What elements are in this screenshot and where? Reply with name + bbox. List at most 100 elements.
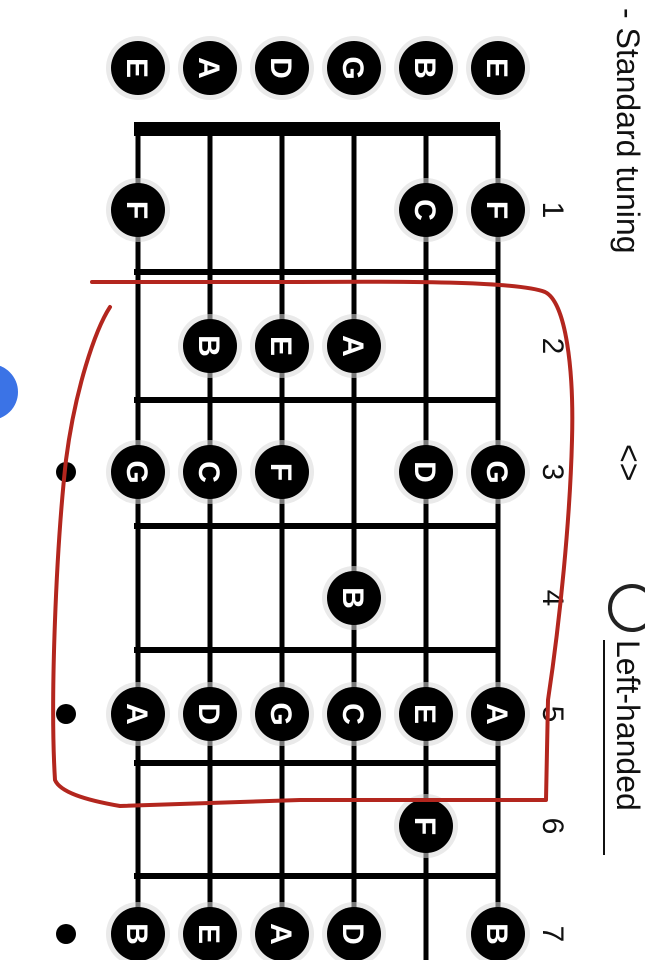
note-circle	[183, 907, 237, 960]
note-fret3-string5[interactable]: D	[394, 440, 458, 504]
note-label: D	[264, 57, 297, 79]
note-fret5-string2[interactable]: D	[178, 682, 242, 746]
fret-number: 6	[536, 818, 569, 835]
note-circle	[399, 687, 453, 741]
note-fret5-string6[interactable]: A	[466, 682, 530, 746]
open-note-string-5[interactable]: B	[394, 36, 458, 100]
note-label: C	[336, 703, 369, 725]
note-circle	[327, 907, 381, 960]
left-handed-label[interactable]: Left-handed	[610, 640, 645, 811]
note-circle	[111, 445, 165, 499]
open-note-string-2[interactable]: A	[178, 36, 242, 100]
note-circle	[183, 445, 237, 499]
note-label: B	[120, 923, 153, 945]
fret-number: 7	[536, 926, 569, 943]
note-label: E	[264, 336, 297, 356]
tuning-selector-chevron[interactable]: <>	[611, 444, 645, 481]
note-label: B	[480, 923, 513, 945]
note-label: A	[192, 57, 225, 79]
open-note-string-1[interactable]: E	[106, 36, 170, 100]
note-fret2-string4[interactable]: A	[322, 314, 386, 378]
note-circle	[471, 183, 525, 237]
note-circle	[255, 319, 309, 373]
note-fret7-string4[interactable]: D	[322, 902, 386, 960]
note-label: E	[480, 58, 513, 78]
open-note-string-4[interactable]: G	[322, 36, 386, 100]
left-handed-label-group[interactable]: Left-handed	[603, 640, 645, 855]
note-circle	[183, 319, 237, 373]
blue-action-button[interactable]	[0, 364, 18, 420]
note-fret7-string3[interactable]: A	[250, 902, 314, 960]
note-label: F	[408, 817, 441, 835]
note-label: C	[408, 199, 441, 221]
note-fret2-string3[interactable]: E	[250, 314, 314, 378]
note-label: G	[264, 702, 297, 725]
note-label: D	[408, 461, 441, 483]
open-note-string-3[interactable]: D	[250, 36, 314, 100]
note-circle	[183, 41, 237, 95]
note-label: E	[120, 58, 153, 78]
note-circle	[255, 687, 309, 741]
note-circle	[255, 445, 309, 499]
note-fret3-string2[interactable]: C	[178, 440, 242, 504]
note-label: D	[336, 923, 369, 945]
note-circle	[255, 907, 309, 960]
note-circle	[255, 41, 309, 95]
note-label: A	[264, 923, 297, 945]
note-label: B	[336, 587, 369, 609]
note-fret5-string5[interactable]: E	[394, 682, 458, 746]
fret-number: 3	[536, 464, 569, 481]
note-circle	[399, 445, 453, 499]
note-circle	[111, 907, 165, 960]
note-fret3-string6[interactable]: G	[466, 440, 530, 504]
note-fret3-string1[interactable]: G	[106, 440, 170, 504]
note-label: A	[480, 703, 513, 725]
note-fret4-string4[interactable]: B	[322, 566, 386, 630]
note-fret6-string5[interactable]: F	[394, 794, 458, 858]
note-circle	[111, 41, 165, 95]
note-label: D	[192, 703, 225, 725]
note-circle	[471, 41, 525, 95]
note-label: G	[336, 56, 369, 79]
strings	[135, 130, 501, 960]
note-label: A	[336, 335, 369, 357]
note-fret5-string1[interactable]: A	[106, 682, 170, 746]
note-fret7-string2[interactable]: E	[178, 902, 242, 960]
left-handed-toggle[interactable]	[608, 584, 645, 632]
note-fret5-string3[interactable]: G	[250, 682, 314, 746]
note-fret3-string3[interactable]: F	[250, 440, 314, 504]
note-fret5-string4[interactable]: C	[322, 682, 386, 746]
note-label: F	[480, 201, 513, 219]
note-fret1-string5[interactable]: C	[394, 178, 458, 242]
note-fret7-string1[interactable]: B	[106, 902, 170, 960]
note-label: F	[120, 201, 153, 219]
note-circle	[471, 687, 525, 741]
note-circle	[471, 907, 525, 960]
note-fret7-string6[interactable]: B	[466, 902, 530, 960]
note-fret2-string2[interactable]: B	[178, 314, 242, 378]
note-label: E	[192, 924, 225, 944]
note-fret1-string1[interactable]: F	[106, 178, 170, 242]
note-label: G	[480, 460, 513, 483]
note-circle	[183, 687, 237, 741]
note-label: E	[408, 704, 441, 724]
open-note-string-6[interactable]: E	[466, 36, 530, 100]
note-circle	[399, 799, 453, 853]
hand-drawn-annotation	[51, 279, 575, 808]
note-circle	[327, 41, 381, 95]
fret-number: 5	[536, 706, 569, 723]
nut	[134, 122, 500, 136]
note-label: A	[120, 703, 153, 725]
tuning-label: - Standard tuning	[610, 8, 645, 254]
fret-number: 2	[536, 338, 569, 355]
note-circle	[327, 687, 381, 741]
note-label: B	[192, 335, 225, 357]
note-circle	[399, 41, 453, 95]
note-fret1-string6[interactable]: F	[466, 178, 530, 242]
note-circle	[327, 319, 381, 373]
note-circle	[471, 445, 525, 499]
inlay-dot	[56, 704, 76, 724]
